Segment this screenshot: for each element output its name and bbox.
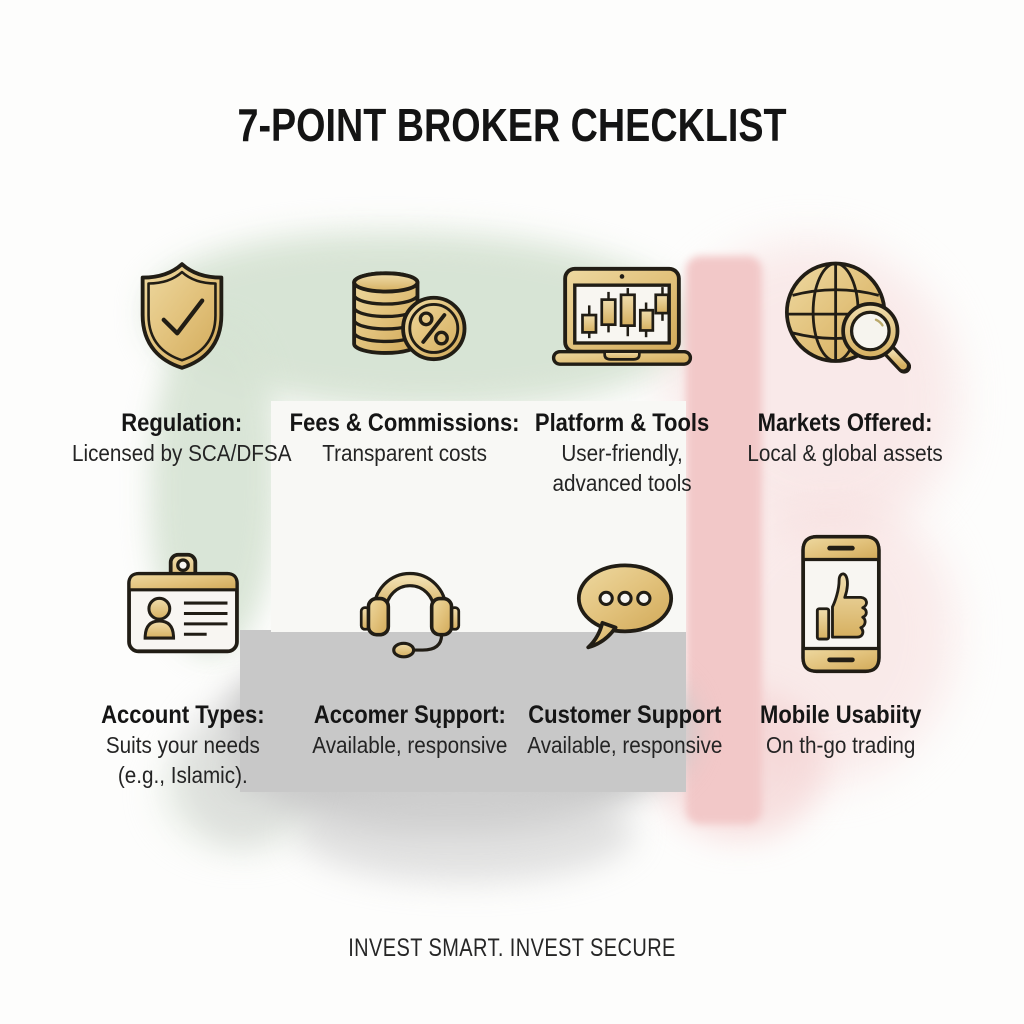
checklist-item-platform: Platform & Tools User-friendly, advanced… — [502, 250, 742, 498]
item-text: Customer Support Available, responsive — [527, 700, 722, 760]
item-text: Account Types: Suits your needs (e.g., I… — [101, 700, 264, 790]
item-line: On th-go trading — [766, 732, 916, 758]
shield-check-icon — [134, 250, 230, 382]
laptop-chart-icon — [549, 250, 695, 382]
id-card-icon — [120, 530, 246, 678]
item-heading: Regulation: — [121, 409, 243, 437]
checklist-item-support-1: Accomer Sųpport: Available, responsive — [290, 530, 530, 760]
item-line: Licensed by SCA/DFSA — [72, 440, 292, 466]
checklist-item-account-types: Account Types: Suits your needs (e.g., I… — [63, 530, 303, 790]
item-line: Available, responsive — [527, 732, 723, 758]
item-heading: Markets Offered: — [757, 409, 933, 437]
item-text: Markets Offered: Local & global assets — [747, 408, 942, 468]
speech-bubble-icon — [567, 530, 683, 678]
checklist-item-mobile: Mobile Usabiity On th-go trading — [721, 530, 961, 760]
checklist-item-support-2: Customer Support Available, responsive — [505, 530, 745, 760]
item-line: Suits your needs — [105, 732, 261, 758]
page-title: 7-POINT BROKER CHECKLIST — [237, 99, 787, 151]
item-heading: Fees & Commissions: — [290, 409, 520, 437]
item-line: User-friendly, — [561, 440, 683, 466]
item-text: Platform & Tools User-friendly, advanced… — [535, 408, 709, 498]
headset-icon — [349, 530, 471, 678]
tagline: INVEST SMART. INVEST SECURE — [348, 934, 676, 962]
checklist-item-fees: Fees & Commissions: Transparent costs — [285, 250, 525, 468]
item-text: Accomer Sųpport: Available, responsive — [312, 700, 507, 760]
item-heading: Customer Support — [528, 701, 722, 729]
item-heading: Account Types: — [101, 701, 265, 729]
checklist-item-markets: Markets Offered: Local & global assets — [725, 250, 965, 468]
item-line: Available, responsive — [312, 732, 508, 758]
item-text: Regulation: Licensed by SCA/DFSA — [72, 408, 292, 468]
coins-percent-icon — [342, 250, 468, 382]
item-line: Local & global assets — [747, 440, 943, 466]
item-heading: Mobile Usabiity — [760, 701, 922, 729]
item-text: Fees & Commissions: Transparent costs — [290, 408, 520, 468]
checklist-item-regulation: Regulation: Licensed by SCA/DFSA — [62, 250, 302, 468]
phone-thumbs-up-icon — [798, 530, 884, 678]
globe-magnifier-icon — [779, 250, 911, 382]
item-text: Mobile Usabiity On th-go trading — [760, 700, 921, 760]
item-heading: Platform & Tools — [534, 409, 710, 437]
item-line: advanced tools — [552, 470, 692, 496]
item-line: Transparent costs — [322, 440, 488, 466]
watercolor-gray-wash — [295, 782, 635, 882]
item-line: (e.g., Islamic). — [118, 762, 248, 788]
item-heading: Accomer Sųpport: — [314, 701, 506, 729]
